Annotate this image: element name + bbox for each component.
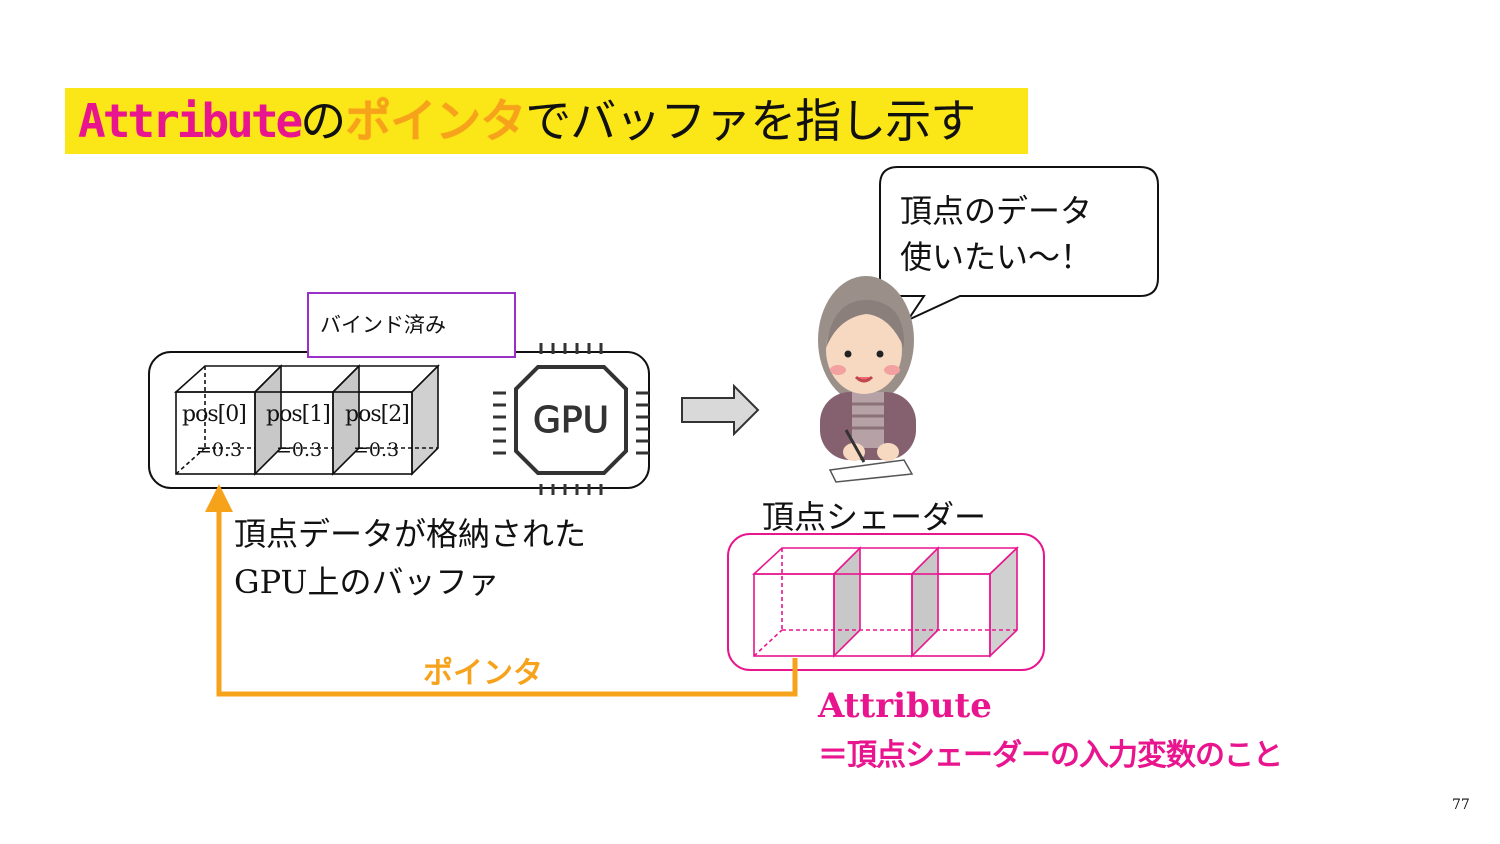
right-arrow-icon [681,383,760,437]
buffer-top-face [173,365,440,393]
buffer-cell-1-label: pos[1] [266,402,330,427]
speech-bubble-text: 頂点のデータ 使いたい～！ [900,188,1092,280]
page-number: 77 [1452,797,1470,813]
buffer-top-div-1 [254,365,282,393]
speech-bubble-line-1: 頂点のデータ [900,192,1093,230]
buffer-front-face [175,391,413,475]
grandma-writing-illustration [818,276,916,483]
buffer-cell-0-value: =0.3 [196,439,242,461]
buffer-cell-2-label: pos[2] [345,402,409,427]
buffer-caption: 頂点データが格納された GPU上のバッファ [234,510,586,606]
attribute-title: Attribute [818,686,992,726]
buffer-caption-line-1: 頂点データが格納された [234,515,587,553]
slide-title: Attributeのポインタでバッファを指し示す [78,88,976,154]
bound-label: バインド済み [320,313,446,337]
buffer-cells [173,364,440,476]
vertex-shader-title: 頂点シェーダー [762,498,987,536]
title-pointer-word: ポインタ [345,94,526,148]
buffer-top-div-2 [332,365,360,393]
attribute-cells [751,546,1019,658]
bound-label-box [307,292,516,358]
title-rest: でバッファを指し示す [525,94,976,148]
title-highlight-bar [65,88,1028,154]
gpu-chip-icon [493,343,649,495]
buffer-cell-1-value: =0.3 [276,439,322,461]
title-attribute-word: Attribute [78,94,303,148]
gpu-chip-label: GPU [533,400,609,441]
buffer-cell-0-label: pos[0] [182,402,246,427]
pointer-arrow-line [216,508,798,697]
buffer-caption-line-2: GPU上のバッファ [234,563,500,601]
title-no: の [300,94,346,148]
buffer-cell-2-value: =0.3 [353,439,399,461]
attribute-description: ＝頂点シェーダーの入力変数のこと [818,738,1283,773]
pointer-arrow-head-icon [205,484,233,512]
speech-bubble [879,166,1159,323]
pointer-label: ポインタ [423,656,543,691]
speech-bubble-line-2: 使いたい～！ [900,238,1093,276]
